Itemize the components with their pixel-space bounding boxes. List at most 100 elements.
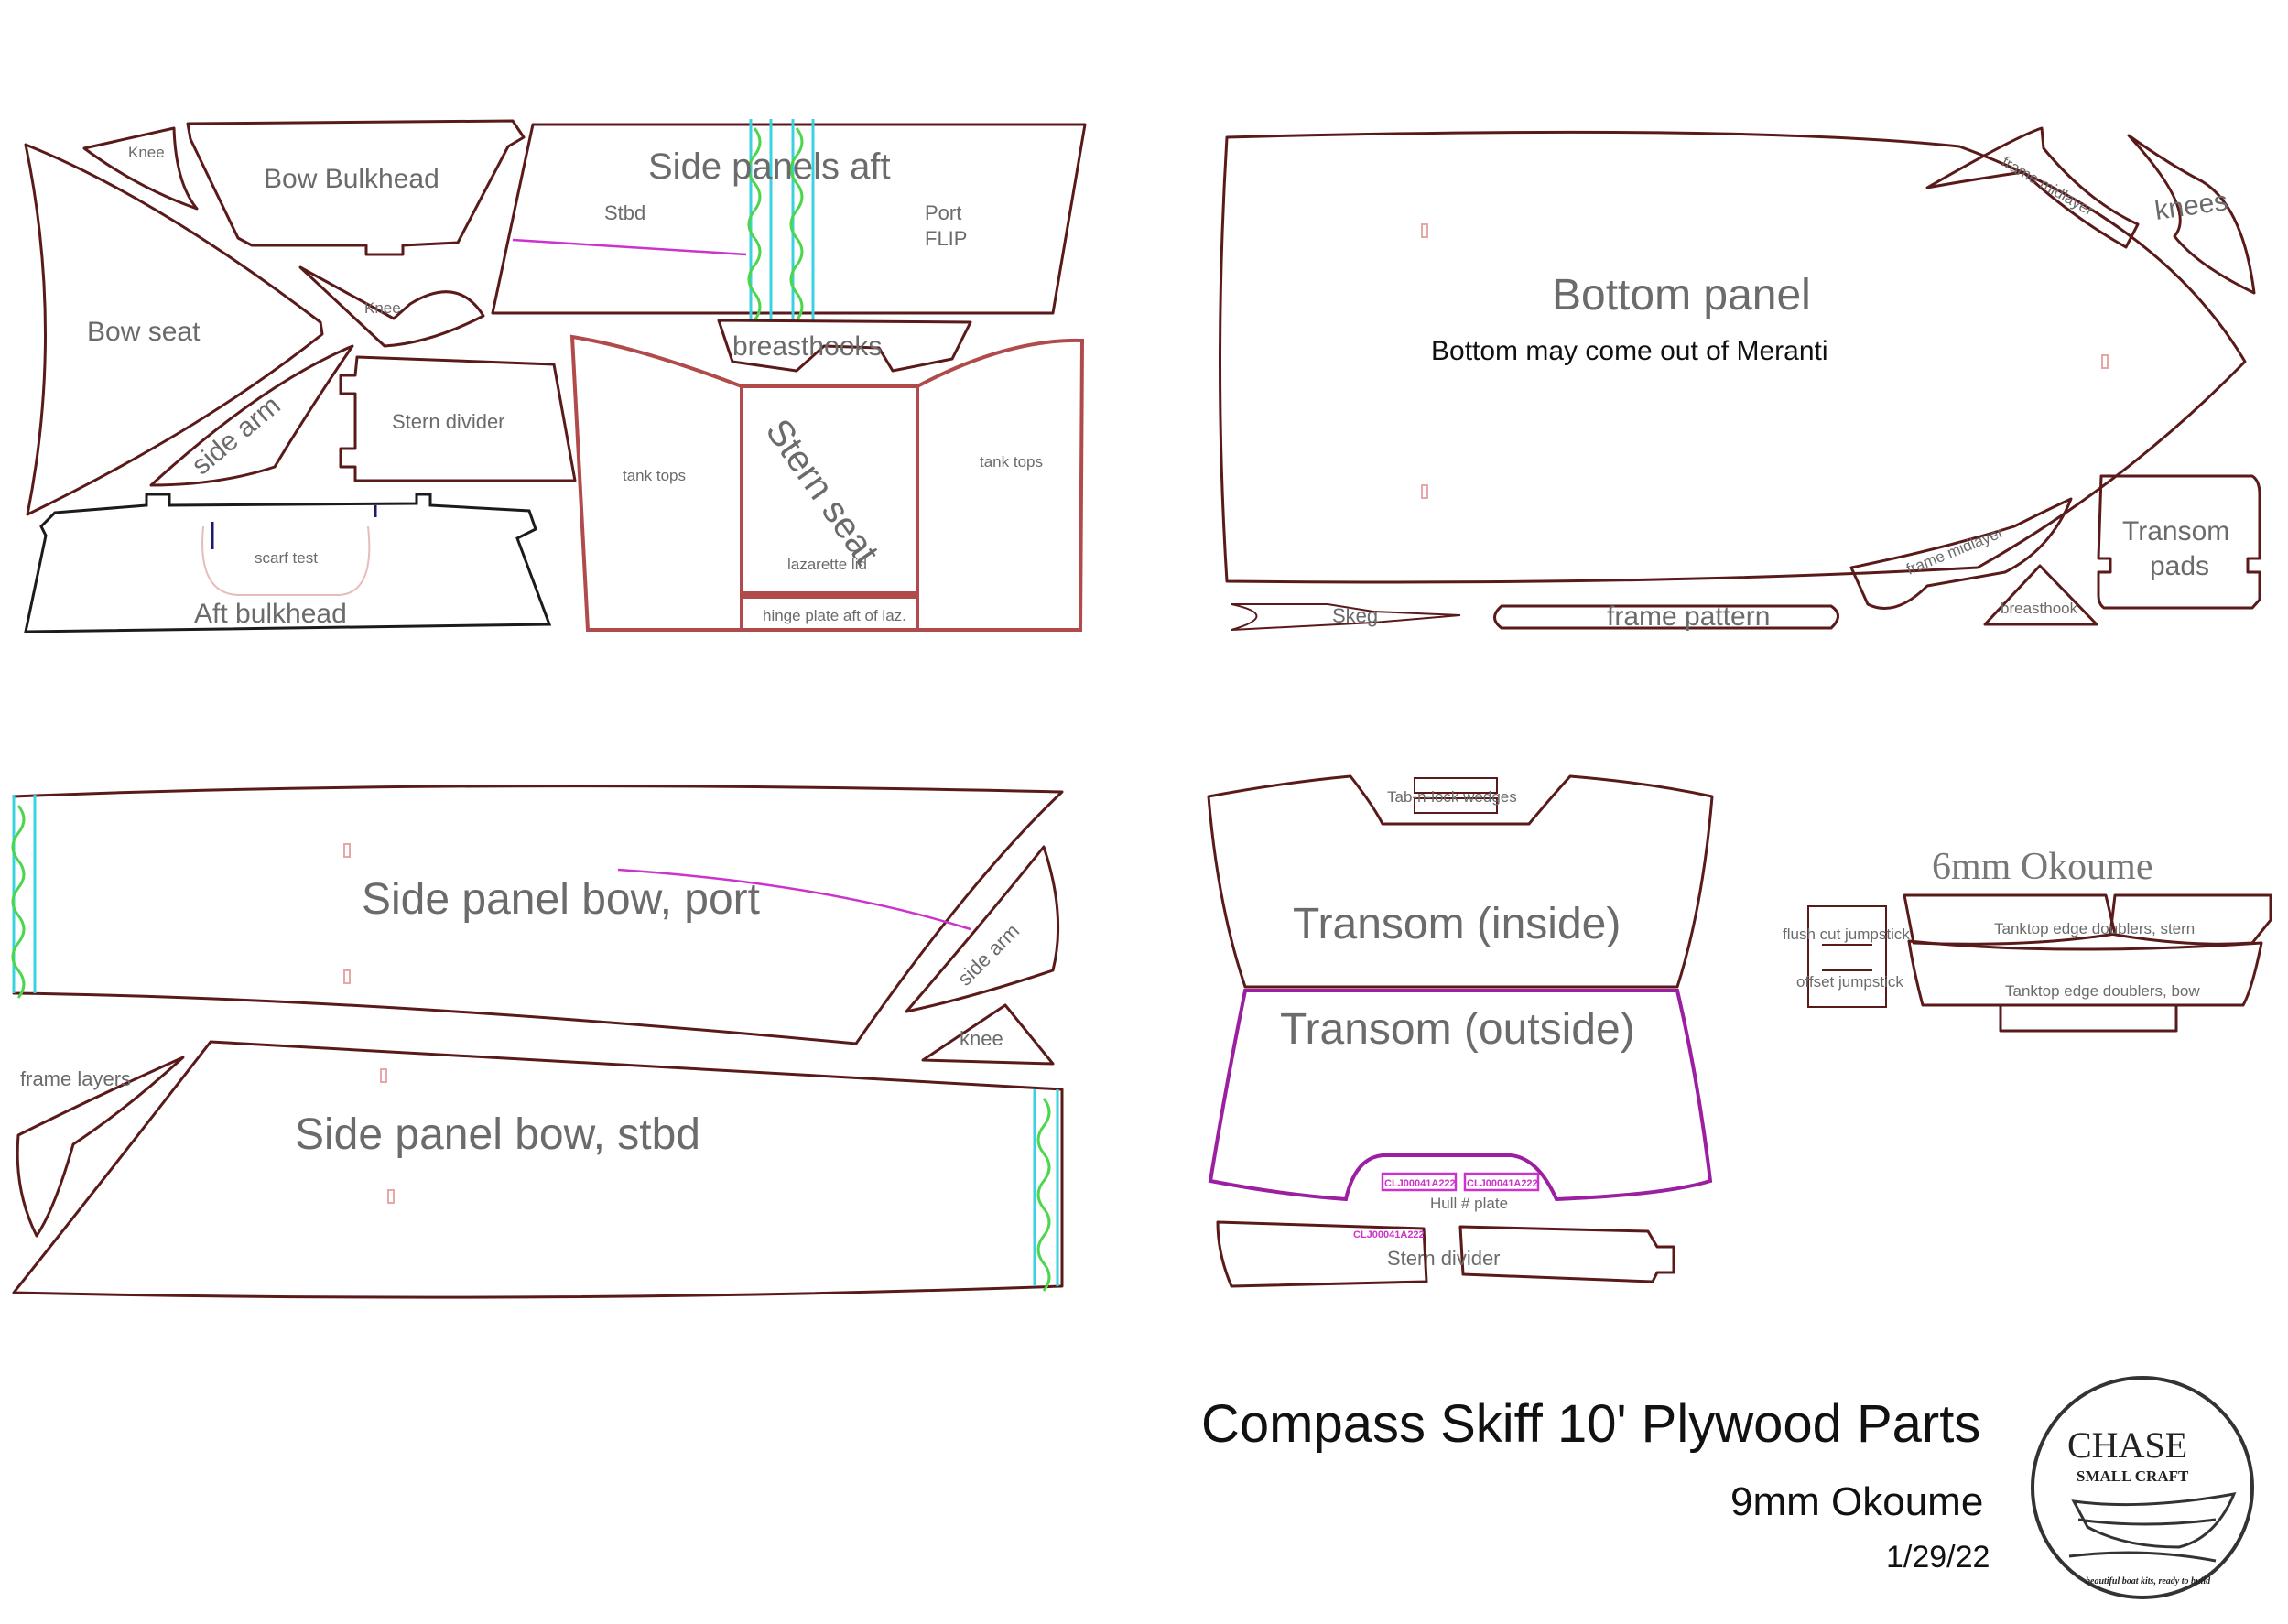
label-tanktop-stern: Tanktop edge doublers, stern — [1994, 920, 2195, 937]
hole-bottom-2 — [1421, 484, 1428, 499]
label-hull-plate: Hull # plate — [1430, 1195, 1508, 1212]
label-bottom-panel: Bottom panel — [1552, 271, 1811, 319]
label-tank-tops-left: tank tops — [623, 467, 686, 484]
hole-stbd-1 — [380, 1068, 387, 1083]
label-scarf-test: scarf test — [255, 549, 318, 567]
breasthook-part — [1983, 564, 2098, 626]
bow-bulkhead-part — [186, 119, 526, 256]
drawing-date: 1/29/22 — [1886, 1540, 1990, 1575]
skeg-part — [1231, 603, 1461, 631]
label-transom-pads-2: pads — [2150, 551, 2209, 581]
hull-plate-box-2 — [1463, 1172, 1540, 1192]
label-transom-inside: Transom (inside) — [1293, 900, 1621, 948]
label-hull-plate-code-3: CLJ00041A222 — [1353, 1229, 1425, 1240]
side-panel-bow-stbd-part — [12, 1040, 1064, 1299]
label-stern-seat: Stern seat — [758, 412, 887, 572]
label-hull-plate-code-1: CLJ00041A222 — [1384, 1178, 1456, 1189]
scarf-joints-stbd — [1033, 1089, 1059, 1292]
drawing-title: Compass Skiff 10' Plywood Parts — [1201, 1394, 1980, 1454]
label-breasthook: breasthook — [2001, 600, 2078, 617]
label-transom-pads-1: Transom — [2122, 516, 2229, 547]
hole-port-2 — [343, 969, 351, 984]
scarf-joints-aft — [747, 119, 815, 321]
label-bottom-note: Bottom may come out of Meranti — [1431, 336, 1828, 366]
label-6mm-okoume: 6mm Okoume — [1932, 846, 2152, 888]
frame-midlayer-bottom-part — [1849, 497, 2073, 610]
label-knee-lower: knee — [960, 1027, 1003, 1050]
bottom-panel-part — [1219, 130, 2247, 584]
label-hull-plate-code-2: CLJ00041A222 — [1467, 1178, 1538, 1189]
scarf-joints-port — [11, 795, 37, 999]
logo-tagline: beautiful boat kits, ready to build — [2086, 1576, 2211, 1586]
title-block: Compass Skiff 10' Plywood Parts 9mm Okou… — [1201, 1394, 1990, 1575]
label-side-arm-2: side arm — [953, 919, 1024, 990]
aft-bulkhead-part — [24, 493, 552, 633]
label-flush-cut: flush cut jumpstick — [1783, 926, 1910, 943]
label-breasthooks: breasthooks — [732, 331, 882, 362]
transom-inside-part — [1207, 774, 1714, 989]
tab-n-lock-part — [1414, 777, 1498, 814]
logo-name: CHASE — [2067, 1424, 2187, 1466]
hull-plate-box-1 — [1381, 1172, 1458, 1192]
hole-port-1 — [343, 843, 351, 858]
label-tab-n-lock: Tab-n-lock wedges — [1387, 788, 1517, 806]
label-transom-outside: Transom (outside) — [1280, 1005, 1635, 1054]
knee-lower-part — [921, 1003, 1055, 1066]
sheet-top-right: Bottom panel Bottom may come out of Mera… — [1219, 126, 2261, 632]
label-side-panels-aft: Side panels aft — [648, 146, 891, 187]
side-panels-aft-part — [491, 123, 1087, 315]
label-stern-divider: Stern divider — [392, 410, 505, 433]
stern-divider-2-part — [1216, 1220, 1675, 1288]
label-stbd: Stbd — [604, 201, 645, 224]
label-hinge-plate: hinge plate aft of laz. — [763, 607, 906, 624]
drawing-material: 9mm Okoume — [1730, 1479, 1983, 1524]
sheet-bottom-left: Side panel bow, port side arm knee frame… — [11, 785, 1064, 1299]
hole-bottom-1 — [1421, 223, 1428, 238]
tanktop-strip-part — [1999, 1003, 2178, 1033]
label-frame-pattern: frame pattern — [1607, 601, 1770, 632]
logo-sub: SMALL CRAFT — [2077, 1467, 2189, 1485]
label-frame-layers: frame layers — [20, 1067, 131, 1090]
scribe-line-port — [617, 868, 971, 931]
label-flip: FLIP — [925, 227, 967, 250]
frame-midlayer-top-part — [1925, 126, 2140, 249]
knee-part-mid — [298, 265, 485, 348]
sheet-top-left: Knee Bow Bulkhead Side panels aft Stbd P… — [24, 119, 1087, 633]
label-port: Port — [925, 201, 961, 224]
scarf-test-loop — [201, 525, 371, 596]
chase-small-craft-logo: CHASE SMALL CRAFT beautiful boat kits, r… — [2031, 1376, 2254, 1599]
jumpstick-part — [1807, 905, 1887, 1008]
label-side-panel-bow-port: Side panel bow, port — [362, 875, 760, 924]
label-aft-bulkhead: Aft bulkhead — [194, 599, 347, 629]
label-bow-bulkhead: Bow Bulkhead — [264, 164, 439, 194]
label-knees: knees — [2152, 186, 2229, 226]
bow-seat-part — [24, 143, 324, 516]
label-lazarette-lid: lazarette lid — [787, 556, 867, 573]
knee-part-top — [82, 126, 199, 211]
scribe-line-aft — [512, 238, 747, 256]
label-skeg: Skeg — [1332, 604, 1378, 627]
tanktop-bow-part — [1907, 939, 2263, 1007]
label-knee-mid: Knee — [364, 299, 401, 317]
label-tank-tops-right: tank tops — [980, 453, 1043, 471]
transom-pads-part — [2097, 474, 2261, 610]
stern-divider-part — [339, 355, 577, 482]
frame-layers-part — [16, 1056, 185, 1238]
label-side-panel-bow-stbd: Side panel bow, stbd — [295, 1110, 700, 1159]
label-stern-divider-2: Stern divider — [1387, 1247, 1501, 1270]
side-arm-2-part — [905, 845, 1060, 1013]
transom-outside-part — [1208, 989, 1713, 1202]
breasthooks-part — [717, 319, 972, 373]
side-panel-bow-port-part — [12, 785, 1064, 1045]
label-bow-seat: Bow seat — [87, 317, 201, 347]
hole-stbd-2 — [387, 1189, 395, 1204]
label-tanktop-bow: Tanktop edge doublers, bow — [2005, 982, 2200, 1000]
tank-tops-right-part — [916, 338, 1085, 632]
scarf-test-navy — [211, 505, 377, 549]
boat-icon — [2068, 1492, 2237, 1563]
side-arm-part — [149, 344, 354, 487]
knees-part — [2127, 134, 2256, 295]
label-knee-top: Knee — [128, 144, 165, 161]
label-offset-jump: offset jumpstick — [1796, 973, 1903, 991]
